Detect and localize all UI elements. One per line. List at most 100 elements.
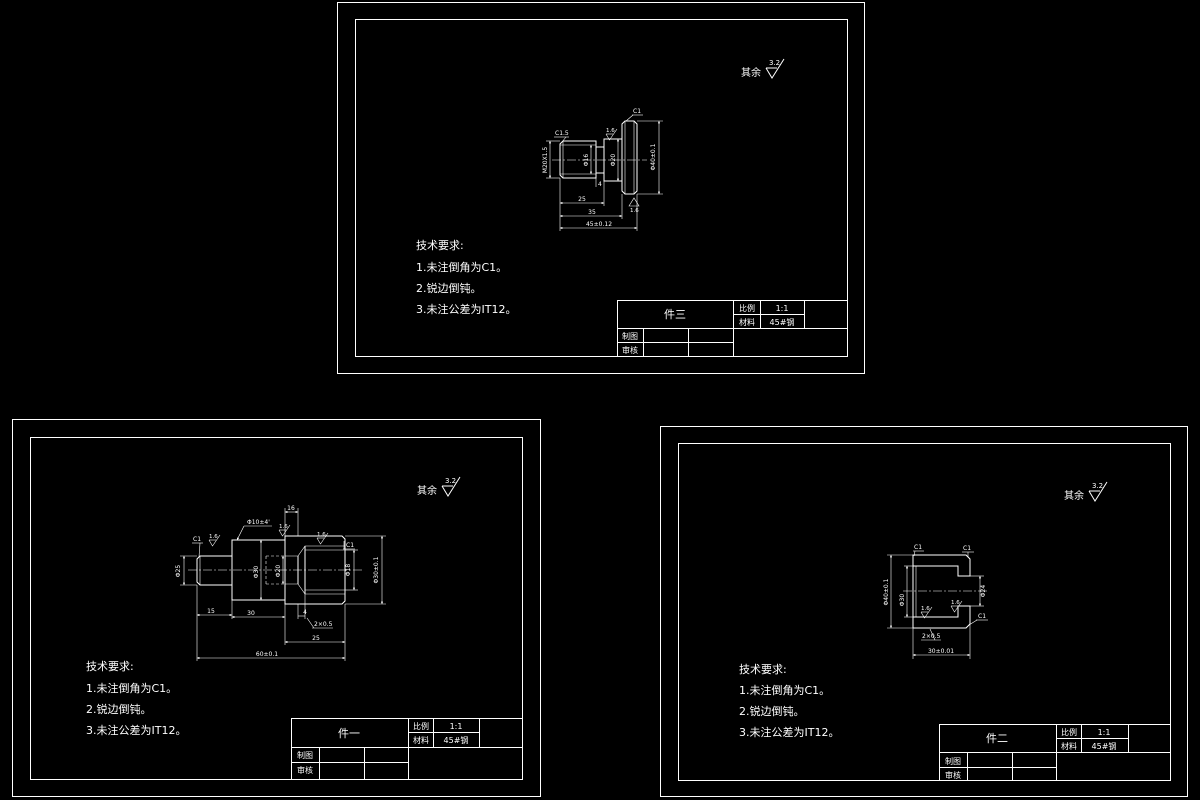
rest-roughness-label: 其余 <box>741 66 761 79</box>
roughness-check <box>920 606 933 619</box>
chamfer-br-dim: C1 <box>978 613 986 620</box>
title-block: 件一 比例 1:1 材料 45#钢 制图 审核 <box>291 718 523 780</box>
roughness-check <box>765 58 785 79</box>
outer-border <box>660 426 1188 797</box>
tech-item: 2.锐边倒钝。 <box>416 281 482 295</box>
title-block: 件三 比例 1:1 材料 45#钢 制图 审核 <box>617 300 848 357</box>
scale-label: 比例 <box>739 303 755 313</box>
dia-hole-dim: Φ20 <box>275 565 282 578</box>
inner-border <box>678 443 1171 781</box>
flange-chamfer-dim: C1 <box>633 108 641 115</box>
flange-dim: Φ40±0.1 <box>650 143 657 170</box>
total-length-dim: 30±0.01 <box>928 648 954 655</box>
dia-end-dim: Φ24 <box>980 585 987 598</box>
scale-value: 1:1 <box>450 722 463 731</box>
tech-title: 技术要求: <box>739 663 787 676</box>
scale-label: 比例 <box>413 721 429 731</box>
web-length-dim: 16 <box>287 505 295 512</box>
rest-roughness-label: 其余 <box>417 484 437 497</box>
outer-border <box>12 419 541 797</box>
roughness-check <box>208 534 221 547</box>
roughness-check <box>278 524 291 537</box>
technical-requirements: 技术要求: 1.未注倒角为C1。 2.锐边倒钝。 3.未注公差为IT12。 <box>86 660 186 737</box>
roughness-symbol: 3.2 <box>441 476 461 497</box>
chamfer-tl-dim: C1 <box>914 544 922 551</box>
left-shaft-segment <box>196 555 233 586</box>
leader-line <box>968 619 978 626</box>
length-a-dim: 15 <box>207 608 215 615</box>
tech-item: 1.未注倒角为C1。 <box>739 683 830 697</box>
leader-line <box>625 114 634 122</box>
title-block: 件二 比例 1:1 材料 45#钢 制图 审核 <box>939 724 1171 781</box>
shoulder-dim: Φ20 <box>610 154 617 167</box>
length-b-dim: 30 <box>247 610 255 617</box>
material-value: 45#钢 <box>444 735 469 745</box>
roughness-check <box>441 476 461 497</box>
roughness-value: 3.2 <box>1092 482 1103 490</box>
surface-roughness-symbol <box>628 197 640 207</box>
roughness-check <box>605 128 618 141</box>
chamfer-dim: C1.5 <box>555 130 569 137</box>
scale-value: 1:1 <box>776 304 789 313</box>
dia-bore-dim: Φ30 <box>899 594 906 607</box>
roughness-symbol: 3.2 <box>1088 481 1108 502</box>
total-length-dim: 45±0.12 <box>586 221 612 228</box>
roughness-value: 3.2 <box>769 59 780 67</box>
chamfer-right-dim: C1 <box>346 542 354 549</box>
surface-roughness-symbol: 1.6 <box>605 128 618 141</box>
part-two-drawing: C1 C1 C1 Φ40±0.1 Φ30 Φ24 <box>883 544 988 659</box>
surface-roughness-symbol: 1.6 <box>950 600 963 613</box>
rest-roughness-label: 其余 <box>1064 489 1084 502</box>
technical-requirements: 技术要求: 1.未注倒角为C1。 2.锐边倒钝。 3.未注公差为IT12。 <box>739 663 839 739</box>
groove-dim: 2×0.5 <box>314 621 333 628</box>
tech-item: 3.未注公差为IT12。 <box>416 302 516 316</box>
roughness-check <box>316 532 329 545</box>
surface-roughness-symbol: 1.6 <box>920 606 933 619</box>
checked-label: 审核 <box>945 770 961 780</box>
inner-border <box>30 437 523 780</box>
thread-segment <box>559 140 597 179</box>
leader-line <box>913 550 916 557</box>
roughness-value: 1.6 <box>317 532 326 538</box>
sheet-part-three: 其余 3.2 M20X1.5 C1.5 <box>337 2 865 374</box>
part-name: 件三 <box>664 308 686 321</box>
roughness-value: 1.6 <box>606 128 615 134</box>
roughness-check <box>950 600 963 613</box>
material-label: 材料 <box>739 317 755 327</box>
inner-border <box>355 19 848 357</box>
part-one-drawing: C1 1.6 Φ25 Φ10±4' 16 1.6 <box>175 505 386 661</box>
material-label: 材料 <box>1061 741 1077 751</box>
checked-label: 审核 <box>622 345 638 355</box>
surface-roughness-symbol: 1.6 <box>316 532 329 545</box>
part-name: 件二 <box>986 732 1008 745</box>
scale-label: 比例 <box>1061 727 1077 737</box>
wall-outline-bottom <box>912 605 971 629</box>
chamfer-left-dim: C1 <box>193 536 201 543</box>
roughness-value: 1.6 <box>209 534 218 540</box>
material-label: 材料 <box>413 735 429 745</box>
tech-item: 1.未注倒角为C1。 <box>416 260 507 274</box>
length-b-dim: 35 <box>588 209 596 216</box>
sheet-part-one: 其余 3.2 C1 <box>12 419 541 797</box>
sheet-part-two: 其余 3.2 C1 C1 C1 <box>660 426 1188 797</box>
total-length-dim: 60±0.1 <box>256 651 278 658</box>
tech-title: 技术要求: <box>416 239 464 252</box>
dia-bore-dim: Φ18 <box>345 564 352 577</box>
dia-outer-dim: Φ40±0.1 <box>883 578 890 605</box>
section-hatch-top <box>284 535 346 557</box>
title-block-frame <box>291 718 523 780</box>
drawn-label: 制图 <box>622 331 638 341</box>
leader-line <box>236 525 245 541</box>
roughness-check <box>1088 481 1108 502</box>
tech-title: 技术要求: <box>86 660 134 673</box>
leader-line <box>306 617 315 629</box>
chamfer-tr-dim: C1 <box>963 545 971 552</box>
dia-mid-dim: Φ30 <box>253 566 260 579</box>
part-three-drawing: M20X1.5 C1.5 Φ16 Φ20 1.6 C1 <box>542 108 663 231</box>
length-a-dim: 25 <box>578 196 586 203</box>
part-name: 件一 <box>338 727 360 740</box>
drawn-label: 制图 <box>297 750 313 760</box>
dia-left-dim: Φ25 <box>175 565 182 578</box>
thread-dim: M20X1.5 <box>542 147 549 174</box>
